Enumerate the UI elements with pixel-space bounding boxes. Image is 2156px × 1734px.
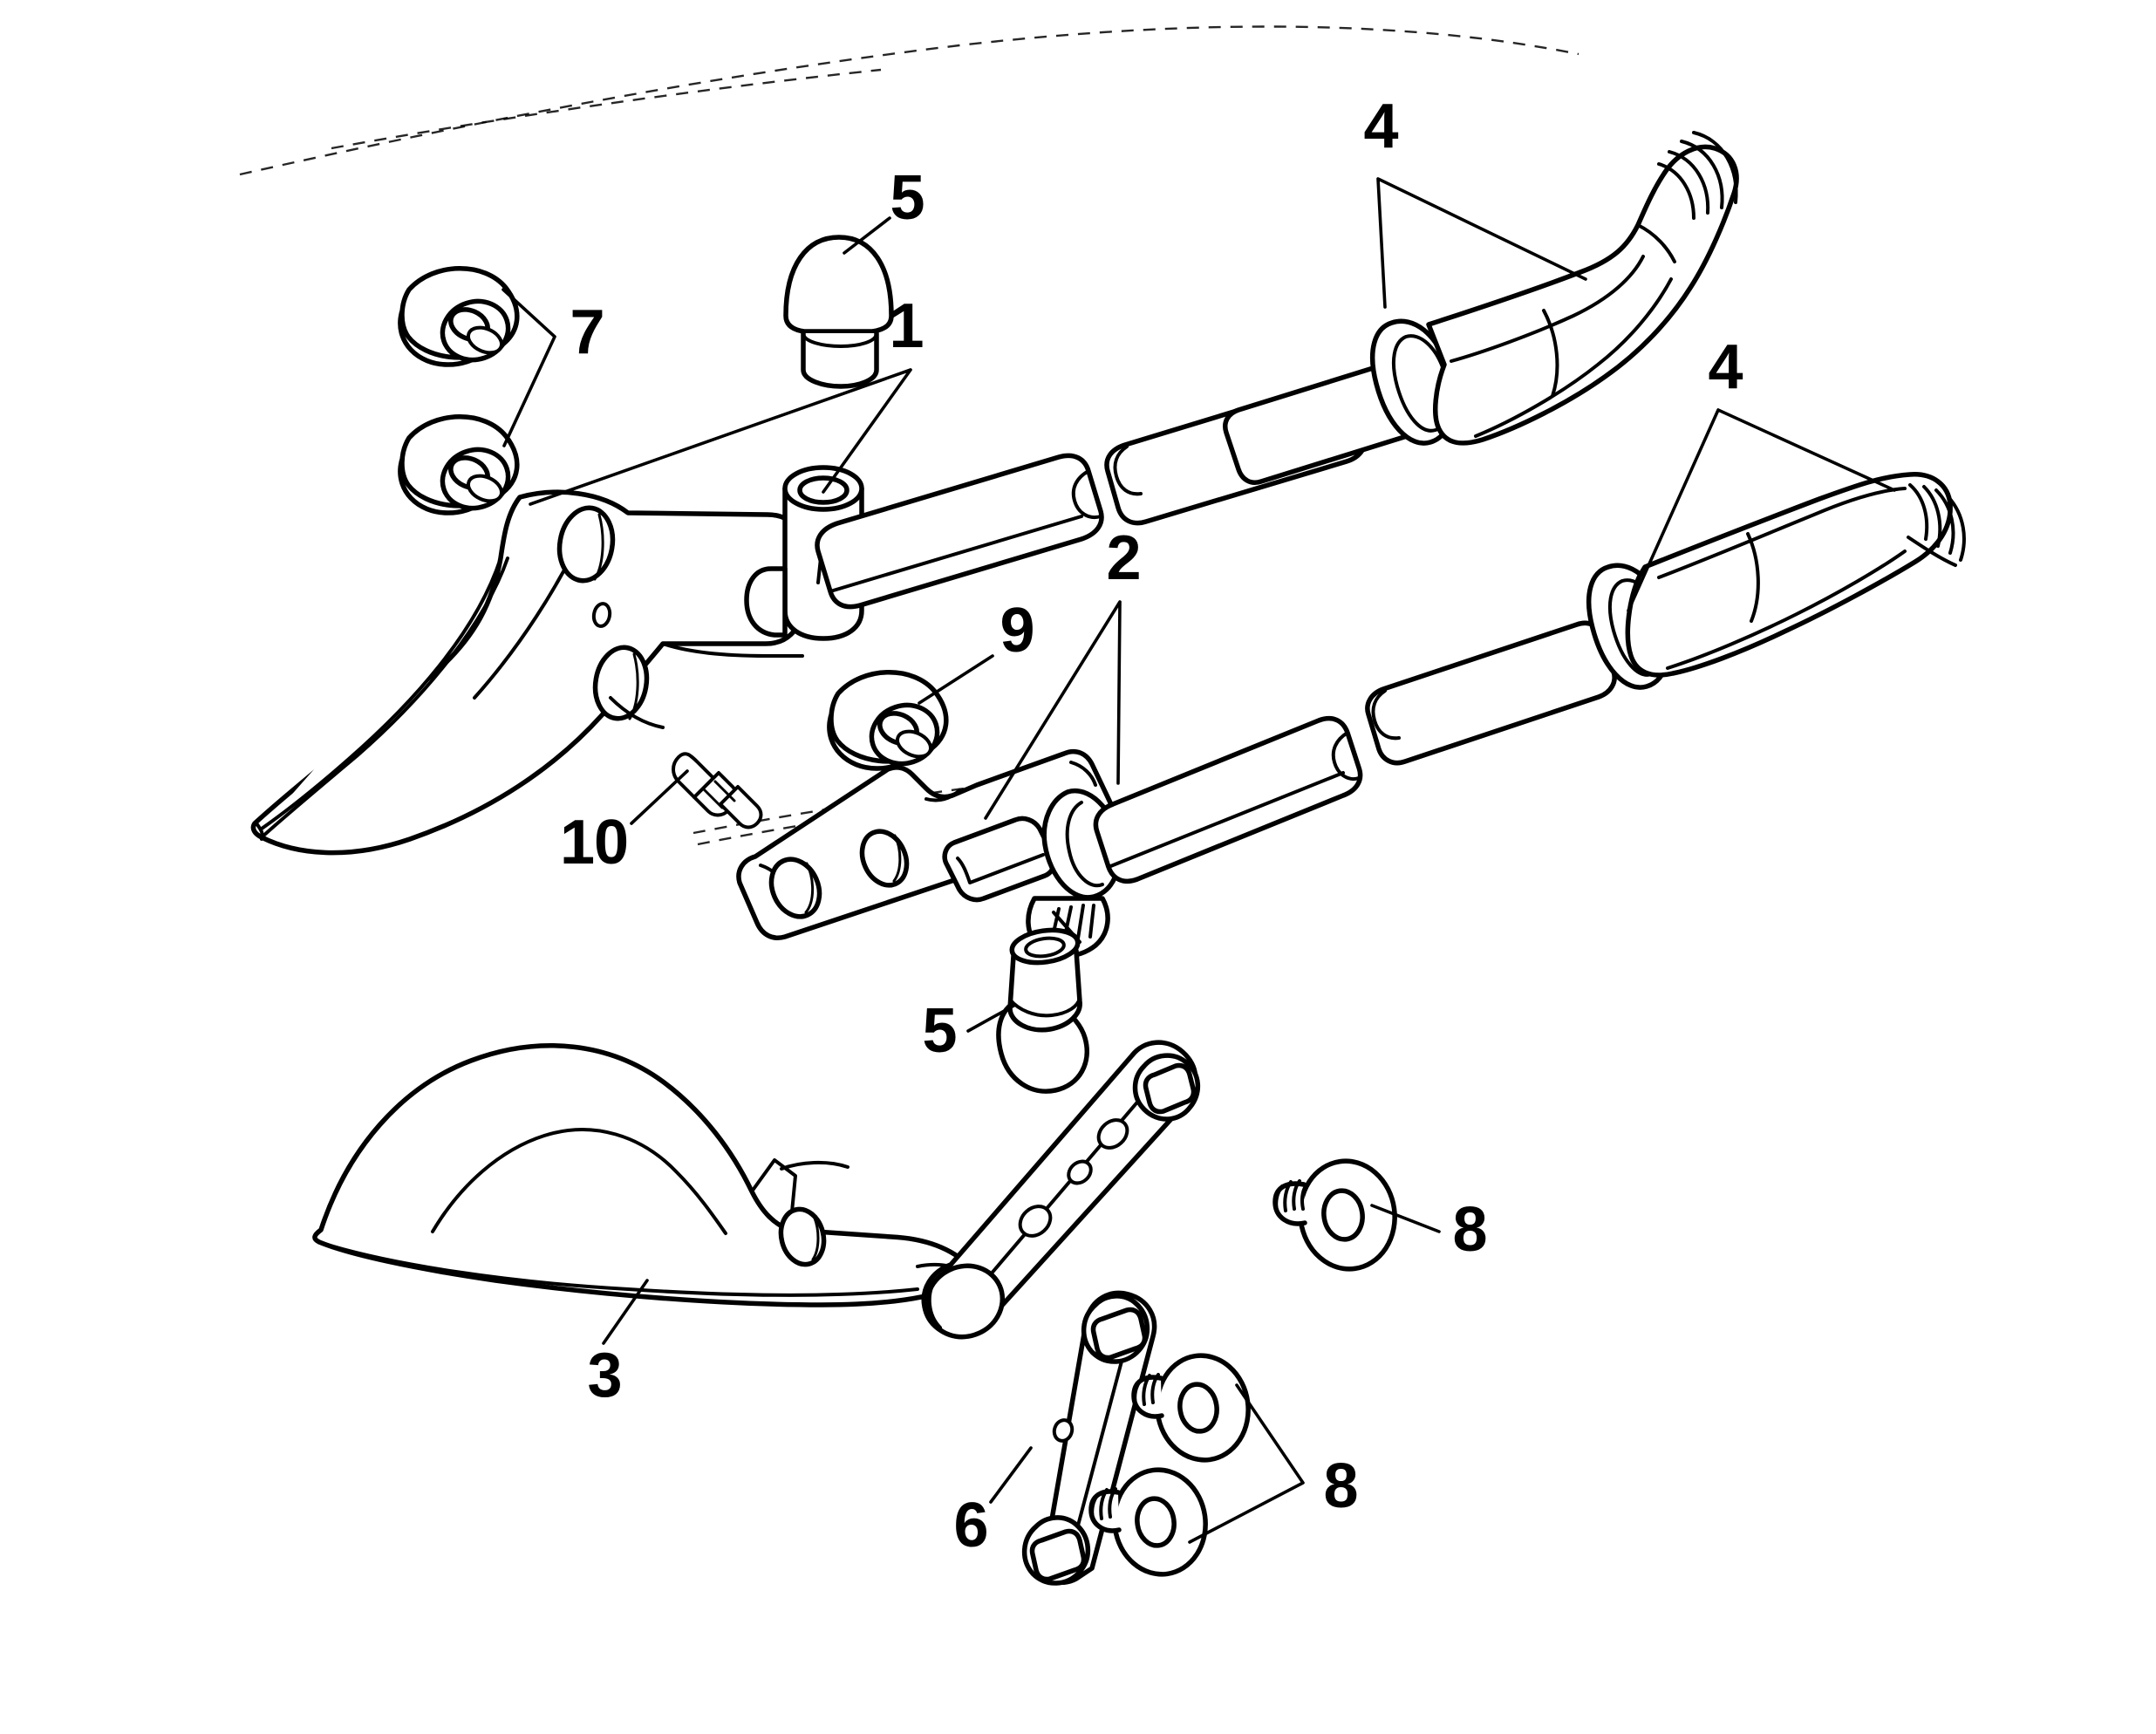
grip-end-ribs-lower: [1907, 483, 1966, 567]
leader-8-lower: [1188, 1383, 1305, 1544]
grip-end-ribs-upper: [1657, 131, 1738, 220]
leader-3: [602, 1279, 649, 1345]
leader-6: [989, 1446, 1033, 1504]
callout-7: 7: [570, 297, 604, 367]
part-pivot-screw-a: [1272, 1158, 1397, 1272]
part-handle-grip-upper: [1223, 131, 1739, 485]
callout-numbers: 4 5 7 1 4 2 9 10 5 8 3 8 6: [560, 92, 1744, 1560]
leader-5-lower: [966, 1003, 1017, 1033]
leader-10: [630, 769, 689, 825]
part-pivot-screw-c: [1088, 1467, 1208, 1577]
leader-8-upper: [1370, 1204, 1441, 1233]
part-blade-linkage-arm: [921, 1040, 1201, 1340]
leader-7: [501, 288, 556, 447]
phantom-outline-top: [239, 25, 1579, 176]
callout-8-upper: 8: [1452, 1195, 1486, 1265]
part-bumper-cap-upper: [783, 235, 894, 389]
callout-3: 3: [587, 1341, 621, 1410]
part-pivot-screw-b: [1131, 1353, 1251, 1463]
callout-5-upper: 5: [890, 163, 924, 233]
callout-4-lower: 4: [1708, 332, 1743, 402]
leader-4-upper: [1376, 177, 1587, 309]
callout-10: 10: [560, 808, 628, 877]
callout-1: 1: [889, 291, 923, 361]
leader-1: [529, 368, 912, 506]
leader-5-upper: [843, 216, 891, 255]
leader-4-lower: [1627, 408, 1896, 612]
callout-5-lower: 5: [922, 996, 956, 1066]
part-pivot-washer: [827, 670, 949, 771]
part-lower-arm-assembly: [736, 715, 1363, 959]
leader-lines: [501, 177, 1896, 1544]
part-pivot-bushing-upper: [398, 266, 520, 367]
callout-4-upper: 4: [1363, 92, 1398, 161]
part-pivot-bushing-lower: [398, 414, 520, 515]
part-connecting-link: [1021, 1290, 1157, 1586]
callout-2: 2: [1106, 523, 1140, 593]
part-bumper-stop-lower: [996, 927, 1089, 1094]
part-upper-arm-assembly: [250, 379, 1368, 856]
callout-9: 9: [1000, 596, 1034, 666]
part-hook-blade: [312, 1043, 972, 1307]
callout-6: 6: [953, 1491, 987, 1560]
part-handle-grip-lower: [1365, 472, 1966, 766]
callout-8-lower: 8: [1323, 1451, 1357, 1521]
leader-9: [918, 654, 994, 705]
part-adjuster-bolt: [672, 752, 763, 829]
leader-2: [984, 600, 1122, 820]
